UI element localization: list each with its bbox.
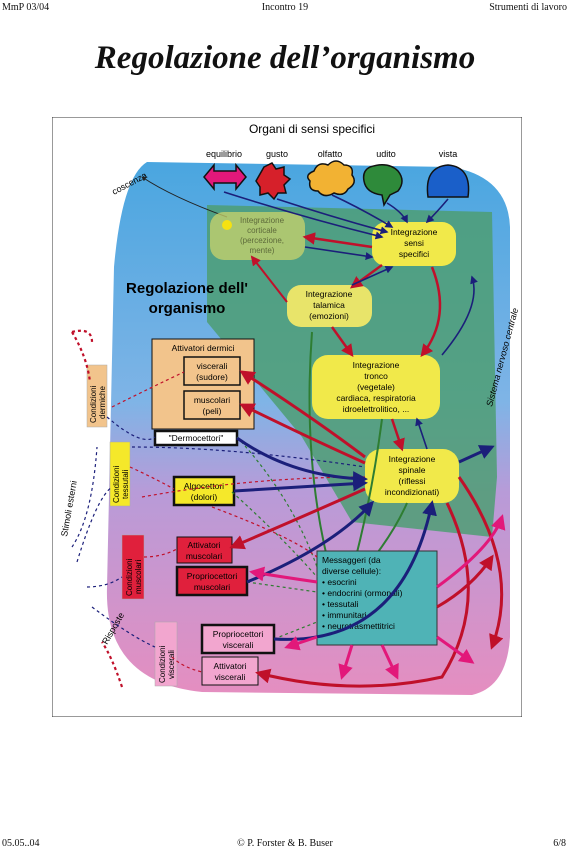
svg-text:Attivatori: Attivatori [213, 661, 246, 671]
page-title: Regolazione dell’organismo [94, 40, 476, 76]
attivatori-dermici: Attivatori dermici viscerali (sudore) mu… [151, 338, 255, 430]
propriocettori-muscolari: Propriocettori muscolari [175, 565, 249, 597]
sense-label-equilibrio: equilibrio [206, 149, 242, 159]
sense-label-olfatto: olfatto [318, 149, 343, 159]
integrazione-corticale: Integrazione corticale (percezione, ment… [210, 212, 305, 260]
integrazione-spinale: Integrazione spinale (riflessi incondizi… [365, 449, 459, 503]
svg-text:muscolari: muscolari [194, 582, 230, 592]
svg-text:idroelettrolitico, ...: idroelettrolitico, ... [343, 404, 410, 414]
sense-label-vista: vista [439, 149, 458, 159]
gusto-icon [255, 162, 292, 201]
header-right: Strumenti di lavoro [489, 2, 567, 13]
svg-text:Integrazione: Integrazione [240, 216, 285, 225]
svg-text:• neurotrasmettitrici: • neurotrasmettitrici [322, 621, 395, 631]
svg-text:incondizionati): incondizionati) [385, 487, 440, 497]
diagram-main-title-1: Regolazione dell' [126, 280, 248, 297]
propriocettori-viscerali: Propriocettori viscerali [200, 623, 276, 655]
integrazione-talamica: Integrazione talamica (emozioni) [287, 285, 372, 327]
footer-copyright: © P. Forster & B. Buser [237, 838, 333, 849]
svg-text:(vegetale): (vegetale) [357, 382, 395, 392]
udito-icon [362, 164, 403, 208]
svg-text:Algocettori: Algocettori [184, 481, 224, 491]
svg-text:viscerali: viscerali [197, 361, 228, 371]
svg-text:Integrazione: Integrazione [389, 454, 436, 464]
sense-label-gusto: gusto [266, 149, 288, 159]
svg-text:Messaggeri (da: Messaggeri (da [322, 555, 381, 565]
svg-text:(sudore): (sudore) [196, 372, 228, 382]
svg-text:• endocrini (ormonali): • endocrini (ormonali) [322, 588, 403, 598]
svg-text:spinale: spinale [399, 465, 426, 475]
regulation-diagram: Organi di sensi specifici equilibrio gus… [52, 117, 522, 717]
messaggeri: Messaggeri (da diverse cellule): • esocr… [316, 550, 438, 646]
svg-text:muscolari: muscolari [194, 395, 230, 405]
svg-text:(peli): (peli) [203, 406, 222, 416]
equilibrio-icon [203, 162, 247, 192]
condizioni-muscolari: Condizioni muscolari [121, 534, 145, 600]
svg-text:viscerali: viscerali [223, 640, 254, 650]
attivatori-viscerali: Attivatori viscerali [201, 656, 259, 686]
olfatto-icon [307, 160, 355, 197]
sense-organs: equilibrio gusto olfatto udito vista [203, 149, 470, 208]
condizioni-dermiche: Condizioni dermiche [86, 364, 108, 428]
svg-text:"Dermocettori": "Dermocettori" [169, 433, 224, 443]
svg-text:tronco: tronco [364, 371, 388, 381]
svg-text:Integrazione: Integrazione [306, 289, 353, 299]
svg-text:mente): mente) [250, 246, 275, 255]
footer-page-number: 6/8 [553, 838, 566, 849]
svg-text:specifici: specifici [399, 249, 429, 259]
svg-text:talamica: talamica [313, 300, 345, 310]
svg-text:• immunitari: • immunitari [322, 610, 367, 620]
svg-text:diverse cellule):: diverse cellule): [322, 566, 381, 576]
header-center: Incontro 19 [261, 2, 309, 13]
integrazione-tronco: Integrazione tronco (vegetale) cardiaca,… [312, 355, 440, 419]
diagram-main-title-2: organismo [149, 300, 226, 317]
vista-icon [426, 164, 470, 198]
header-left: MmP 03/04 [2, 2, 50, 13]
svg-text:viscerali: viscerali [167, 650, 176, 679]
svg-text:(percezione,: (percezione, [240, 236, 284, 245]
svg-text:sensi: sensi [404, 238, 424, 248]
svg-text:Propriocettori: Propriocettori [213, 629, 264, 639]
svg-text:corticale: corticale [247, 226, 277, 235]
svg-text:muscolari: muscolari [186, 551, 222, 561]
svg-text:Condizioni: Condizioni [89, 385, 98, 423]
svg-text:• esocrini: • esocrini [322, 577, 357, 587]
svg-text:Attivatori dermici: Attivatori dermici [172, 343, 235, 353]
svg-text:(dolori): (dolori) [191, 492, 218, 502]
integrazione-sensi-specifici: Integrazione sensi specifici [372, 222, 456, 266]
condizioni-viscerali: Condizioni viscerali [154, 621, 178, 687]
svg-text:Condizioni: Condizioni [112, 465, 121, 503]
attivatori-muscolari: Attivatori muscolari [176, 536, 233, 564]
svg-text:dermiche: dermiche [98, 386, 107, 419]
condizioni-tessutali: Condizioni tessutali [109, 441, 131, 507]
svg-text:Propriocettori: Propriocettori [187, 571, 238, 581]
algocettori: Algocettori (dolori) [172, 475, 236, 507]
svg-text:muscolari: muscolari [134, 560, 143, 594]
senses-heading: Organi di sensi specifici [249, 122, 375, 136]
svg-text:Condizioni: Condizioni [158, 645, 167, 683]
svg-text:(emozioni): (emozioni) [309, 311, 349, 321]
svg-text:• tessutali: • tessutali [322, 599, 359, 609]
svg-text:cardiaca, respiratoria: cardiaca, respiratoria [336, 393, 416, 403]
svg-text:Attivatori: Attivatori [187, 540, 220, 550]
footer-date: 05.05..04 [2, 838, 40, 849]
svg-text:viscerali: viscerali [215, 672, 246, 682]
svg-text:Integrazione: Integrazione [391, 227, 438, 237]
dermocettori: "Dermocettori" [153, 429, 239, 447]
svg-text:Condizioni: Condizioni [125, 558, 134, 596]
svg-text:tessutali: tessutali [121, 469, 130, 499]
svg-text:(riflessi: (riflessi [399, 476, 426, 486]
sense-label-udito: udito [376, 149, 396, 159]
svg-text:Integrazione: Integrazione [353, 360, 400, 370]
